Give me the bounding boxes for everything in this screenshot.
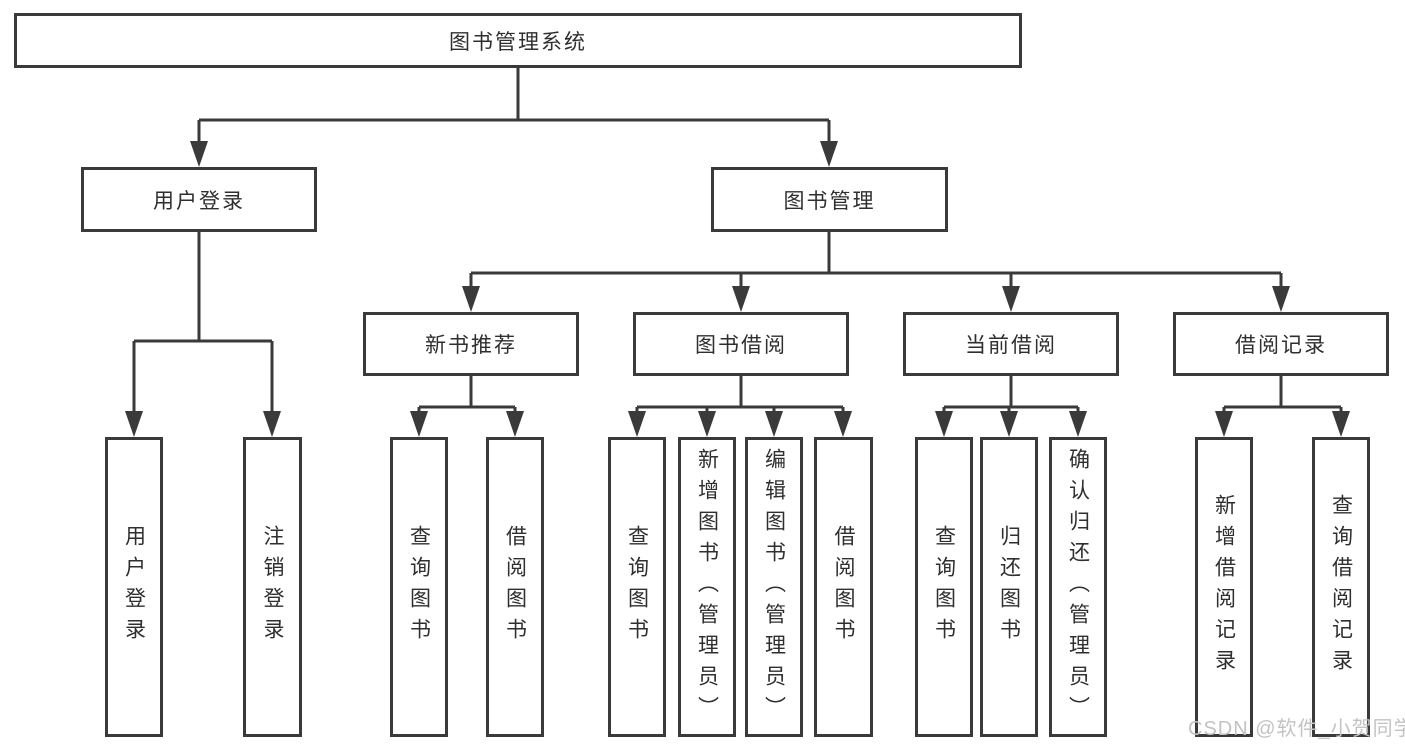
leaf-user-login: 用户登录 <box>105 437 163 737</box>
node-user-login-label: 用户登录 <box>153 189 245 213</box>
leaf-current-query-books: 查询图书 <box>915 437 973 737</box>
leaf-newbooks-borrow-books-label: 借阅图书 <box>503 525 527 649</box>
leaf-borrowing-add-books-admin-label: 新增图书（管理员） <box>695 447 719 727</box>
leaf-borrowing-query-books-label: 查询图书 <box>625 525 649 649</box>
node-book-borrowing: 图书借阅 <box>633 312 849 376</box>
node-root-system: 图书管理系统 <box>14 13 1022 68</box>
node-current-borrowing: 当前借阅 <box>903 312 1119 376</box>
node-root-label: 图书管理系统 <box>449 30 587 54</box>
leaf-records-add-record: 新增借阅记录 <box>1195 437 1253 737</box>
node-book-management-label: 图书管理 <box>783 189 876 213</box>
node-new-book-recommend-label: 新书推荐 <box>425 334 517 357</box>
node-current-borrowing-label: 当前借阅 <box>965 334 1057 357</box>
leaf-borrowing-edit-books-admin: 编辑图书（管理员） <box>745 437 803 737</box>
leaf-borrowing-borrow-books: 借阅图书 <box>814 437 873 737</box>
leaf-current-confirm-return-admin-label: 确认归还（管理员） <box>1066 447 1090 727</box>
leaf-logout-label: 注销登录 <box>261 525 284 649</box>
leaf-current-query-books-label: 查询图书 <box>932 525 956 649</box>
node-new-book-recommend: 新书推荐 <box>363 312 579 376</box>
leaf-records-add-record-label: 新增借阅记录 <box>1212 494 1236 680</box>
leaf-current-return-books-label: 归还图书 <box>997 525 1021 649</box>
node-borrowing-records: 借阅记录 <box>1173 312 1389 376</box>
leaf-records-query-record: 查询借阅记录 <box>1312 437 1370 737</box>
leaf-records-query-record-label: 查询借阅记录 <box>1329 494 1353 680</box>
leaf-current-return-books: 归还图书 <box>980 437 1038 737</box>
node-book-management: 图书管理 <box>711 167 948 232</box>
csdn-watermark: CSDN @软件_小贺同学 <box>1188 718 1405 740</box>
node-user-login: 用户登录 <box>81 167 317 232</box>
leaf-borrowing-add-books-admin: 新增图书（管理员） <box>678 437 736 737</box>
node-book-borrowing-label: 图书借阅 <box>695 334 787 357</box>
leaf-newbooks-borrow-books: 借阅图书 <box>486 437 544 737</box>
leaf-newbooks-query-books: 查询图书 <box>390 437 448 737</box>
leaf-user-login-label: 用户登录 <box>122 525 146 649</box>
node-borrowing-records-label: 借阅记录 <box>1235 334 1327 357</box>
leaf-newbooks-query-books-label: 查询图书 <box>407 525 431 649</box>
leaf-borrowing-query-books: 查询图书 <box>608 437 666 737</box>
leaf-borrowing-edit-books-admin-label: 编辑图书（管理员） <box>762 447 786 727</box>
leaf-current-confirm-return-admin: 确认归还（管理员） <box>1049 437 1107 737</box>
leaf-logout: 注销登录 <box>243 437 302 737</box>
leaf-borrowing-borrow-books-label: 借阅图书 <box>832 525 855 649</box>
